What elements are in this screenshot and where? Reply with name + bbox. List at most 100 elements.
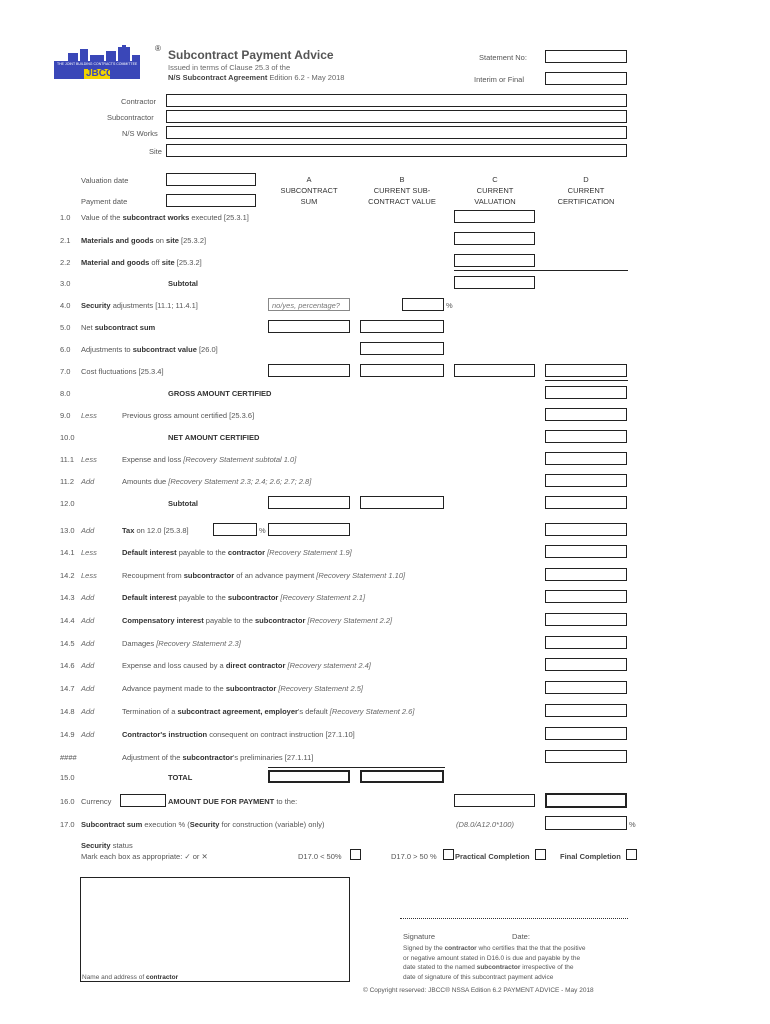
row-12-0-d-field[interactable] (545, 496, 627, 509)
certification-text: Signed by the contractor who certifies t… (403, 945, 586, 981)
option-d17-gt-50-checkbox[interactable] (443, 849, 454, 860)
currency-field[interactable] (120, 794, 166, 807)
logo-tagline: THE JOINT BUILDING CONTRACTS COMMITTEE (57, 62, 138, 66)
contractor-address-box[interactable] (80, 877, 350, 982)
row-14-1-d-field[interactable] (545, 545, 627, 558)
row-number: 7.0 (60, 367, 71, 376)
row-8-0-d-field[interactable] (545, 386, 627, 399)
row-number: 6.0 (60, 345, 71, 354)
row-description: Tax on 12.0 [25.3.8] (122, 526, 189, 535)
row-prefix: Add (81, 639, 95, 648)
row-label-net-amount: NET AMOUNT CERTIFIED (168, 433, 260, 442)
row-16-0-d-field[interactable] (545, 793, 627, 808)
subtotal-rule (454, 270, 628, 271)
row-number: 8.0 (60, 389, 71, 398)
row-11-1-d-field[interactable] (545, 452, 627, 465)
row-description: Damages [Recovery Statement 2.3] (122, 639, 241, 648)
row-description: Adjustment of the subcontractor's prelim… (122, 753, 314, 762)
issued-line: Issued in terms of Clause 25.3 of the (168, 63, 291, 72)
option-d17-lt-50-checkbox[interactable] (350, 849, 361, 860)
row-number: 16.0 (60, 797, 75, 806)
row-15-0-a-field[interactable] (268, 770, 350, 783)
option-practical-completion-checkbox[interactable] (535, 849, 546, 860)
row-12-0-b-field[interactable] (360, 496, 444, 509)
row-prefix: Less (81, 455, 97, 464)
option-final-completion-label: Final Completion (560, 852, 621, 861)
payment-date-label: Payment date (81, 197, 128, 206)
row-number: 5.0 (60, 323, 71, 332)
row-6-0-b-field[interactable] (360, 342, 444, 355)
interim-final-field[interactable] (545, 72, 627, 85)
row-7-0-c-field[interactable] (454, 364, 535, 377)
row-14-8-d-field[interactable] (545, 704, 627, 717)
subcontractor-field[interactable] (166, 110, 627, 123)
row-number: 9.0 (60, 411, 71, 420)
row-number: 14.2 (60, 571, 75, 580)
row-14-7-d-field[interactable] (545, 681, 627, 694)
row-7-0-d-field[interactable] (545, 364, 627, 377)
row-9-0-d-field[interactable] (545, 408, 627, 421)
row-14-3-d-field[interactable] (545, 590, 627, 603)
row-17-0-d-field[interactable] (545, 816, 627, 830)
row-1-0-c-field[interactable] (454, 210, 535, 223)
row-7-0-b-field[interactable] (360, 364, 444, 377)
row-14-4-d-field[interactable] (545, 613, 627, 626)
row-number: 14.7 (60, 684, 75, 693)
row-number: 1.0 (60, 213, 71, 222)
valuation-date-field[interactable] (166, 173, 256, 186)
security-status-instruction: Mark each box as appropriate: ✓ or ✕ (81, 852, 208, 861)
row-label-gross-amount: GROSS AMOUNT CERTIFIED (168, 389, 272, 398)
copyright-notice: © Copyright reserved: JBCC® NSSA Edition… (363, 987, 594, 994)
execution-formula: (D8.0/A12.0*100) (456, 820, 514, 829)
row-number: 10.0 (60, 433, 75, 442)
row-10-0-d-field[interactable] (545, 430, 627, 443)
row-5-0-b-field[interactable] (360, 320, 444, 333)
row-12-0-a-field[interactable] (268, 496, 350, 509)
row-13-0-d-field[interactable] (545, 523, 627, 536)
row-number: 2.2 (60, 258, 71, 267)
row-description: Expense and loss caused by a direct cont… (122, 661, 371, 670)
registered-mark: ® (155, 44, 161, 53)
contractor-field[interactable] (166, 94, 627, 107)
row-15-0-b-field[interactable] (360, 770, 444, 783)
row-description: Net subcontract sum (81, 323, 156, 332)
ns-works-field[interactable] (166, 126, 627, 139)
row-description: Default interest payable to the contract… (122, 548, 352, 557)
row-prefix: Add (81, 526, 95, 535)
row-2-2-c-field[interactable] (454, 254, 535, 267)
option-final-completion-checkbox[interactable] (626, 849, 637, 860)
security-status-title: Security status (81, 841, 133, 850)
row-number: #### (60, 753, 77, 762)
row-14-5-d-field[interactable] (545, 636, 627, 649)
row-number: 13.0 (60, 526, 75, 535)
row-description: Value of the subcontract works executed … (81, 213, 249, 222)
payment-date-field[interactable] (166, 194, 256, 207)
logo-text: JBCC (86, 68, 114, 79)
amount-due-label: AMOUNT DUE FOR PAYMENT to the: (168, 797, 298, 806)
security-option-field[interactable] (268, 298, 350, 311)
row-number: 14.4 (60, 616, 75, 625)
row-7-0-a-field[interactable] (268, 364, 350, 377)
row-2-1-c-field[interactable] (454, 232, 535, 245)
interim-final-label: Interim or Final (474, 75, 525, 84)
row-16-0-c-field[interactable] (454, 794, 535, 807)
row-14-6-d-field[interactable] (545, 658, 627, 671)
row-prefix: Add (81, 730, 95, 739)
row-description: Security adjustments [11.1; 11.4.1] (81, 301, 198, 310)
row-14-x-d-field[interactable] (545, 750, 627, 763)
row-5-0-a-field[interactable] (268, 320, 350, 333)
tax-rate-field[interactable] (213, 523, 257, 536)
signature-line[interactable] (400, 918, 628, 919)
row-description: Subcontract sum execution % (Security fo… (81, 820, 325, 829)
row-14-9-d-field[interactable] (545, 727, 627, 740)
security-percentage-field[interactable] (402, 298, 444, 311)
agreement-line: N/S Subcontract Agreement Edition 6.2 - … (168, 73, 345, 82)
statement-no-field[interactable] (545, 50, 627, 63)
row-13-0-a-field[interactable] (268, 523, 350, 536)
row-3-0-c-field[interactable] (454, 276, 535, 289)
site-field[interactable] (166, 144, 627, 157)
valuation-date-label: Valuation date (81, 176, 129, 185)
row-11-2-d-field[interactable] (545, 474, 627, 487)
row-label-total: TOTAL (168, 773, 193, 782)
row-14-2-d-field[interactable] (545, 568, 627, 581)
